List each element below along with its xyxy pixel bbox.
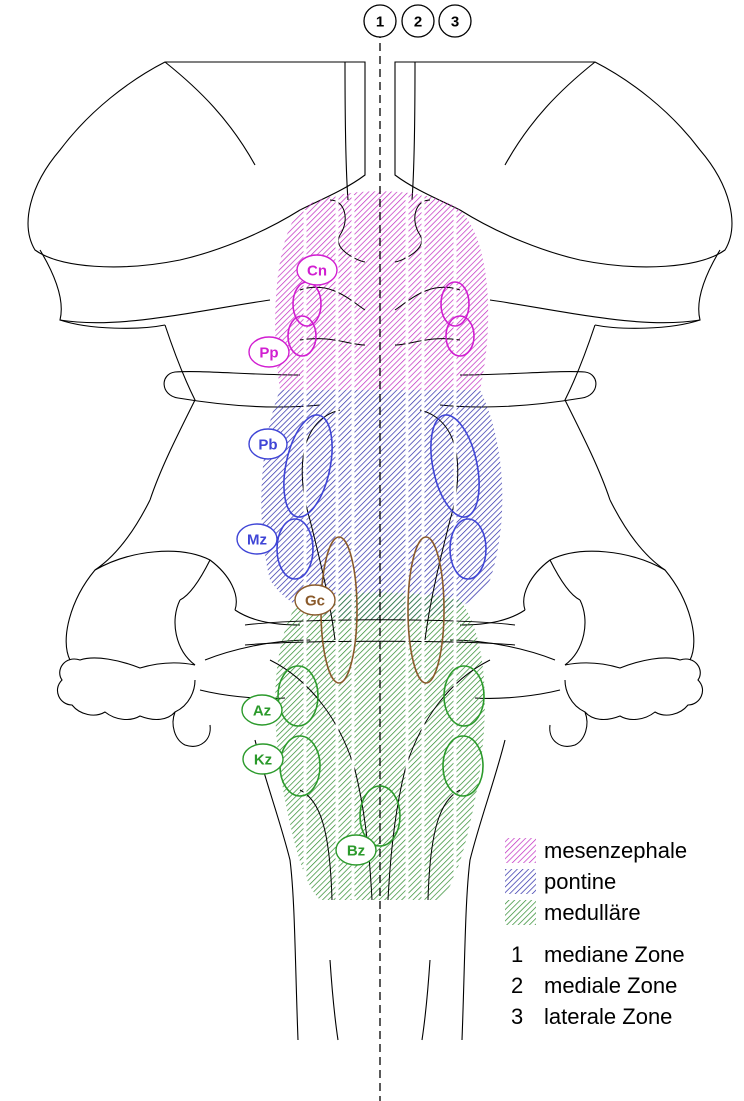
nucleus-abbr: Gc [305, 593, 325, 610]
nucleus-label-bz: Bz [336, 835, 376, 865]
legend-zone-3: 3 laterale Zone [511, 1004, 672, 1029]
zone-badge-number: 2 [414, 14, 422, 31]
nucleus-abbr: Pp [259, 345, 278, 362]
hatched-regions [261, 191, 502, 900]
legend-swatch [505, 838, 536, 863]
legend-item-2: pontine [505, 869, 616, 894]
legend-zone-number: 1 [511, 942, 523, 967]
legend-item-3: medulläre [505, 900, 641, 925]
legend-zone-label: mediane Zone [544, 942, 685, 967]
zone-badge-1: 1 [364, 5, 396, 37]
legend-label: medulläre [544, 900, 641, 925]
zone-badge-2: 2 [402, 5, 434, 37]
nucleus-label-mz: Mz [237, 524, 277, 554]
legend-zone-number: 2 [511, 973, 523, 998]
legend-zone-label: laterale Zone [544, 1004, 672, 1029]
legend-zone-1: 1 mediane Zone [511, 942, 685, 967]
zone-badge-number: 3 [451, 14, 459, 31]
legend-item-1: mesenzephale [505, 838, 687, 863]
nucleus-label-pb: Pb [249, 429, 287, 459]
nucleus-label-kz: Kz [243, 744, 283, 774]
legend: mesenzephale pontine medulläre 1 mediane Zon… [505, 838, 687, 1029]
region-pontine [261, 390, 502, 620]
legend-zone-label: mediale Zone [544, 973, 677, 998]
nucleus-label-pp: Pp [249, 337, 289, 367]
nucleus-abbr: Mz [247, 532, 267, 549]
legend-zone-2: 2 mediale Zone [511, 973, 677, 998]
nucleus-label-gc: Gc [295, 585, 335, 615]
nucleus-abbr: Pb [258, 437, 277, 454]
zone-badge-3: 3 [439, 5, 471, 37]
legend-swatch [505, 869, 536, 894]
legend-swatch [505, 900, 536, 925]
zone-number-badges: 1 2 3 [364, 5, 471, 37]
zone-badge-number: 1 [376, 14, 384, 31]
nucleus-abbr: Kz [254, 752, 272, 769]
nucleus-abbr: Cn [307, 263, 327, 280]
nucleus-label-cn: Cn [297, 255, 337, 285]
legend-label: pontine [544, 869, 616, 894]
nucleus-label-az: Az [242, 695, 282, 725]
legend-zone-number: 3 [511, 1004, 523, 1029]
nucleus-abbr: Az [253, 703, 271, 720]
legend-label: mesenzephale [544, 838, 687, 863]
nucleus-abbr: Bz [347, 843, 365, 860]
